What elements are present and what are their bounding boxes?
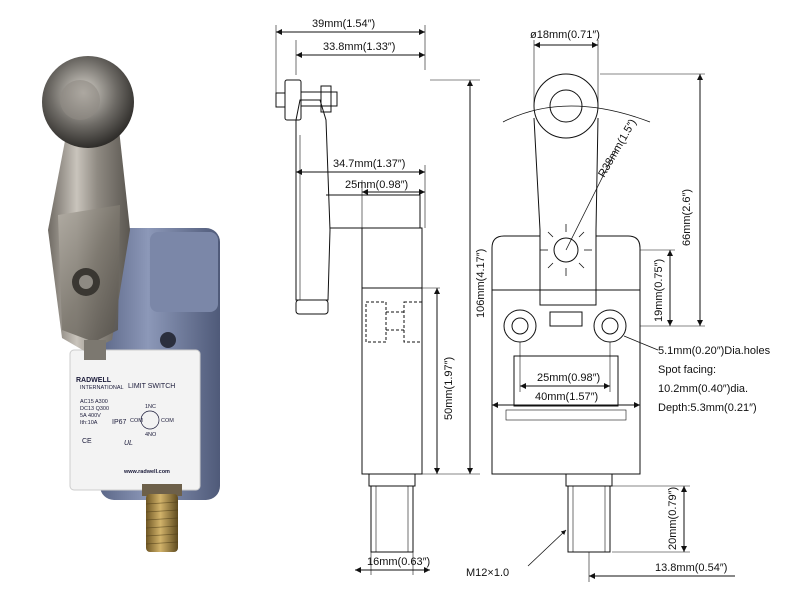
label-rating-4: Ith:10A bbox=[80, 420, 98, 426]
label-brand: RADWELL bbox=[76, 377, 112, 384]
brass-conduit bbox=[146, 494, 178, 552]
label-website: www.radwell.com bbox=[123, 469, 170, 475]
label-rating-3: 5A 400V bbox=[80, 413, 101, 419]
dim-lever-reach: 33.8mm(1.33″) bbox=[323, 41, 395, 53]
hole-note-2: Spot facing: bbox=[658, 364, 716, 376]
dim-body-width: 40mm(1.57″) bbox=[535, 391, 598, 403]
dim-hole-height: 19mm(0.75″) bbox=[653, 259, 665, 322]
product-label bbox=[69, 349, 201, 491]
label-ip: IP67 bbox=[112, 419, 127, 426]
mounting-hole bbox=[160, 332, 176, 348]
hole-note-1: 5.1mm(0.20″)Dia.holes bbox=[658, 345, 771, 357]
dim-radius: R38mm(1.5″) bbox=[596, 117, 639, 179]
dim-hole-spacing: 25mm(0.98″) bbox=[537, 372, 600, 384]
label-product: LIMIT SWITCH bbox=[128, 383, 175, 390]
label-brand-sub: INTERNATIONAL bbox=[80, 385, 124, 391]
wiring-diagram-icon bbox=[140, 410, 160, 430]
product-photo: RADWELL INTERNATIONAL LIMIT SWITCH AC15 … bbox=[42, 56, 220, 552]
dim-conduit-width: 16mm(0.63″) bbox=[367, 556, 430, 568]
label-ce: CE bbox=[82, 438, 92, 445]
dim-width-total: 39mm(1.54″) bbox=[312, 18, 375, 30]
label-nc: 1NC bbox=[145, 404, 156, 410]
label-com2: COM bbox=[161, 418, 174, 424]
front-view-drawing bbox=[491, 40, 735, 582]
dim-conduit-height: 20mm(0.79″) bbox=[667, 487, 679, 550]
dim-roller-dia: ø18mm(0.71″) bbox=[530, 29, 600, 41]
dim-body-height: 50mm(1.97″) bbox=[443, 357, 455, 420]
label-com: COM bbox=[130, 418, 143, 424]
thread-spec: M12×1.0 bbox=[466, 567, 509, 579]
dim-conduit-offset: 13.8mm(0.54″) bbox=[655, 562, 727, 574]
dim-lever-height: 66mm(2.6″) bbox=[681, 189, 693, 246]
label-rating-1: AC15 A300 bbox=[80, 399, 108, 405]
label-ul: UL bbox=[124, 440, 133, 447]
actuator-shaft bbox=[84, 340, 106, 360]
hole-note-3: 10.2mm(0.40″)dia. bbox=[658, 383, 748, 395]
dim-body-depth: 25mm(0.98″) bbox=[345, 179, 408, 191]
label-no: 4NO bbox=[145, 432, 157, 438]
label-rating-2: DC13 Q300 bbox=[80, 406, 109, 412]
dim-total-height: 106mm(4.17″) bbox=[475, 249, 487, 318]
hole-note-4: Depth:5.3mm(0.21″) bbox=[658, 402, 757, 414]
side-view-drawing bbox=[275, 25, 480, 575]
dim-lever-arm: 34.7mm(1.37″) bbox=[333, 158, 405, 170]
conduit-hex bbox=[142, 484, 182, 496]
